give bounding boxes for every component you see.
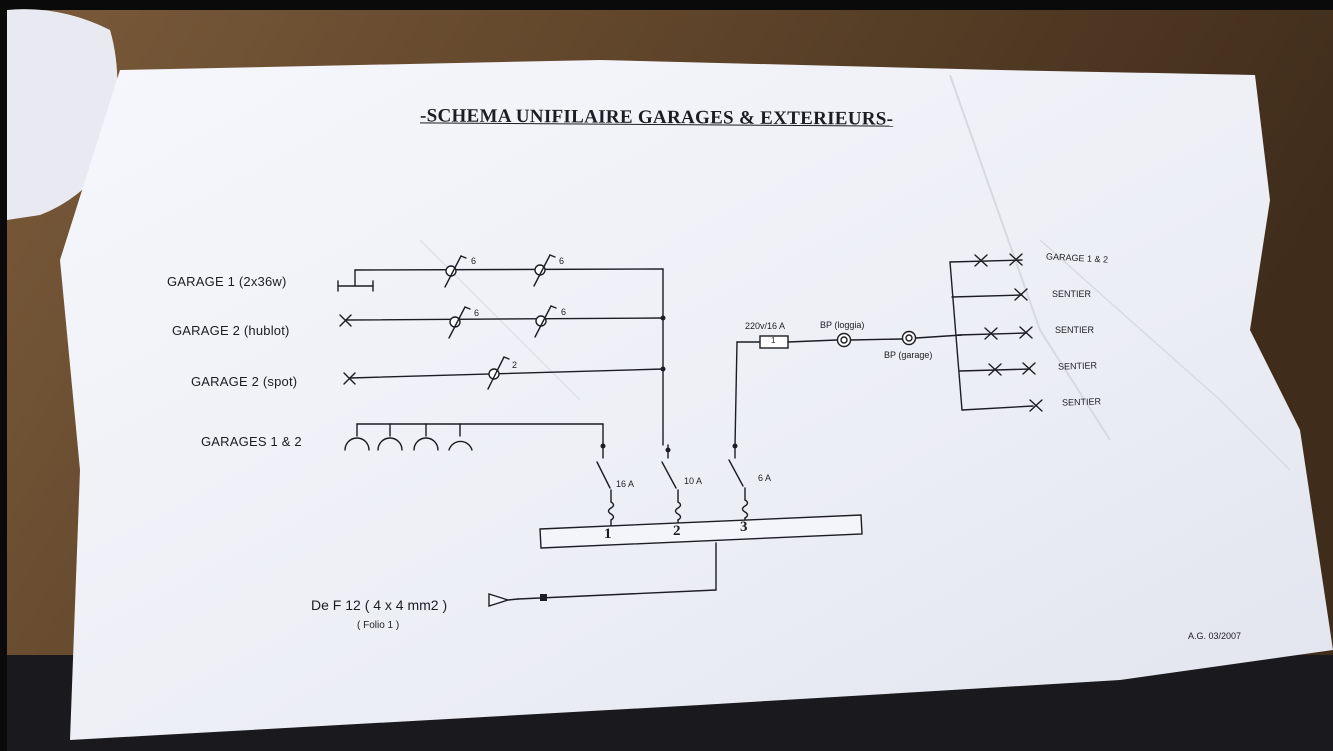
switch-tip — [550, 305, 557, 309]
lamp-symbol — [1019, 326, 1033, 339]
feed-label: De F 12 ( 4 x 4 mm2 ) — [311, 597, 448, 613]
garage2-spot-line — [349, 368, 664, 379]
garage2-hublot-line — [344, 317, 664, 321]
switch-tip — [460, 255, 467, 259]
switch-blade — [444, 255, 462, 288]
switch-rating: 6 — [561, 307, 567, 317]
bp-garage-symbol — [901, 330, 917, 346]
output-label: SENTIER — [1057, 360, 1098, 372]
distribution-board — [539, 514, 863, 549]
output-label: SENTIER — [1055, 325, 1095, 335]
folio-label: ( Folio 1 ) — [357, 620, 400, 631]
lamp-symbol — [343, 372, 356, 385]
switch-blade — [534, 305, 552, 338]
bp-garage-inner — [905, 334, 913, 342]
garage1-line — [354, 268, 664, 271]
bp-loggia-symbol — [836, 332, 852, 348]
circuit-label-garage2-spot: GARAGE 2 (spot) — [191, 374, 298, 389]
socket-symbol — [344, 423, 370, 451]
feed-arrow-link — [507, 598, 519, 601]
switch-rating: 6 — [474, 308, 480, 318]
switch-tip — [549, 254, 556, 258]
lamp-symbol — [339, 314, 352, 327]
lamp-symbol — [1009, 253, 1023, 266]
breaker-2 — [661, 447, 682, 526]
switch-blade — [487, 356, 505, 390]
lamp-symbol — [974, 254, 988, 267]
output-label: SENTIER — [1061, 396, 1102, 408]
exterior-riser — [734, 341, 738, 447]
exterior-supply-label: 220v/16 A — [745, 321, 786, 331]
breaker-rating: 6 A — [758, 473, 772, 483]
switch-rating: 6 — [471, 256, 477, 266]
exterior-line — [850, 338, 903, 341]
lamp-symbol — [1014, 288, 1028, 301]
lamp-symbol — [1022, 362, 1036, 375]
feed-marker — [540, 594, 547, 601]
switch-rating: 2 — [512, 360, 518, 370]
output-label: SENTIER — [1052, 289, 1092, 299]
circuit-label-garage2-hublot: GARAGE 2 (hublot) — [172, 323, 290, 338]
breaker-number: 3 — [740, 519, 748, 535]
switch-rating: 6 — [559, 256, 565, 266]
diagram-title: -SCHEMA UNIFILAIRE GARAGES & EXTERIEURS- — [419, 105, 894, 130]
socket-symbol — [448, 423, 473, 451]
output-line — [951, 294, 1023, 298]
paper-crease — [949, 74, 1111, 441]
switch-tip — [464, 306, 471, 310]
output-line — [949, 259, 1023, 263]
bp-loggia-label: BP (loggia) — [820, 320, 865, 330]
lamp-symbol — [1029, 399, 1043, 412]
feed-line — [517, 589, 717, 600]
author-date: A.G. 03/2007 — [1188, 631, 1242, 641]
output-line — [961, 405, 1034, 411]
socket-symbol — [413, 423, 439, 451]
breaker-number: 1 — [604, 526, 612, 542]
paper-crease — [419, 239, 581, 401]
switch-tip — [503, 356, 510, 360]
breaker-rating: 10 A — [684, 476, 703, 486]
paper-sheet — [60, 60, 1333, 740]
circuit-label-garages-sockets: GARAGES 1 & 2 — [201, 434, 302, 449]
socket-symbol — [377, 423, 403, 451]
circuit-label-garage1: GARAGE 1 (2x36w) — [167, 274, 287, 289]
exterior-line — [915, 334, 963, 339]
switch-blade — [533, 254, 551, 287]
exterior-line — [787, 339, 838, 343]
breaker-number: 2 — [673, 523, 681, 539]
lamp-symbol — [988, 363, 1002, 376]
fuse-mark: 1 — [771, 336, 776, 345]
paper-crease — [1039, 239, 1291, 471]
breaker-rating: 16 A — [616, 479, 635, 489]
bp-loggia-inner — [840, 336, 848, 344]
feed-arrow — [488, 593, 511, 607]
breaker-1 — [596, 443, 615, 526]
switch-blade — [448, 306, 466, 339]
lamp-symbol — [984, 327, 998, 340]
bp-garage-label: BP (garage) — [884, 350, 933, 360]
exterior-bus — [949, 261, 963, 411]
breaker-3 — [728, 443, 749, 524]
